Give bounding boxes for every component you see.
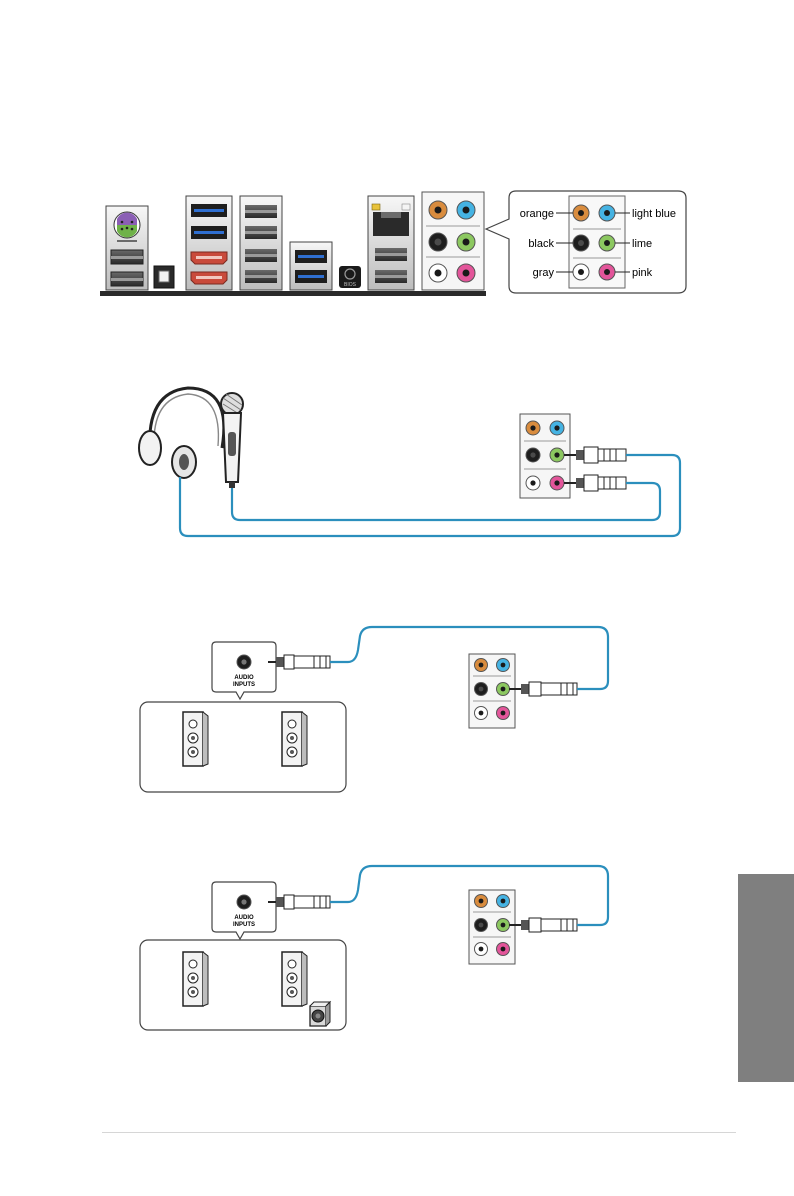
usb2-quad-block <box>240 196 282 290</box>
audio-inputs-label-line2: INPUTS <box>233 682 255 688</box>
audio-plug <box>564 447 626 463</box>
rear-io-panel: BIOS <box>100 192 486 296</box>
audio-plug <box>509 918 577 932</box>
lan-led <box>402 204 410 210</box>
chapter-side-tab <box>738 874 794 1082</box>
io-baseline <box>100 291 486 296</box>
lan-led <box>372 204 380 210</box>
audio-jack-block-1 <box>520 414 570 498</box>
audio-inputs-label-line1: AUDIO <box>234 915 254 921</box>
jack-legend-callout: orange black gray light blue lime pink <box>486 191 686 293</box>
legend-label-orange: orange <box>520 208 554 220</box>
headphone-icon <box>139 388 224 478</box>
legend-label-lime: lime <box>632 238 652 250</box>
usb3-esata-block <box>186 196 232 290</box>
legend-label-light-blue: light blue <box>632 208 676 220</box>
legend-label-black: black <box>528 238 554 250</box>
audio-jack-block-2 <box>469 654 515 728</box>
legend-label-gray: gray <box>533 267 555 279</box>
bios-flashback-button: BIOS <box>339 266 361 288</box>
audio-inputs-label-line2: INPUTS <box>233 922 255 928</box>
optical-spdif-port <box>154 266 174 288</box>
headphone-cable <box>180 455 680 536</box>
audio-plug <box>509 682 577 696</box>
usb3-pair-block <box>290 242 332 290</box>
microphone-icon <box>221 393 243 488</box>
footer-divider <box>102 1132 736 1133</box>
audio-inputs-callout <box>212 642 276 699</box>
speaker-icon <box>183 712 208 766</box>
speaker-icon <box>282 712 307 766</box>
subwoofer-icon <box>310 1002 330 1026</box>
audio-plug <box>268 655 330 669</box>
speaker-group-box <box>140 702 346 792</box>
audio-inputs-callout <box>212 882 276 939</box>
speaker-subwoofer-diagram: AUDIO INPUTS <box>140 866 608 1030</box>
legend-label-pink: pink <box>632 267 653 279</box>
bios-label: BIOS <box>344 282 357 288</box>
audio-jack-block <box>422 192 484 290</box>
lan-usb-block <box>368 196 414 290</box>
headphone-mic-diagram <box>139 388 680 536</box>
two-channel-speaker-diagram: AUDIO INPUTS <box>140 627 608 792</box>
audio-inputs-label-line1: AUDIO <box>234 675 254 681</box>
speaker-icon <box>282 952 307 1006</box>
speaker-icon <box>183 952 208 1006</box>
audio-plug <box>268 895 330 909</box>
ps2-usb-block <box>106 206 148 290</box>
audio-jack-block-3 <box>469 890 515 964</box>
audio-plug <box>564 475 626 491</box>
